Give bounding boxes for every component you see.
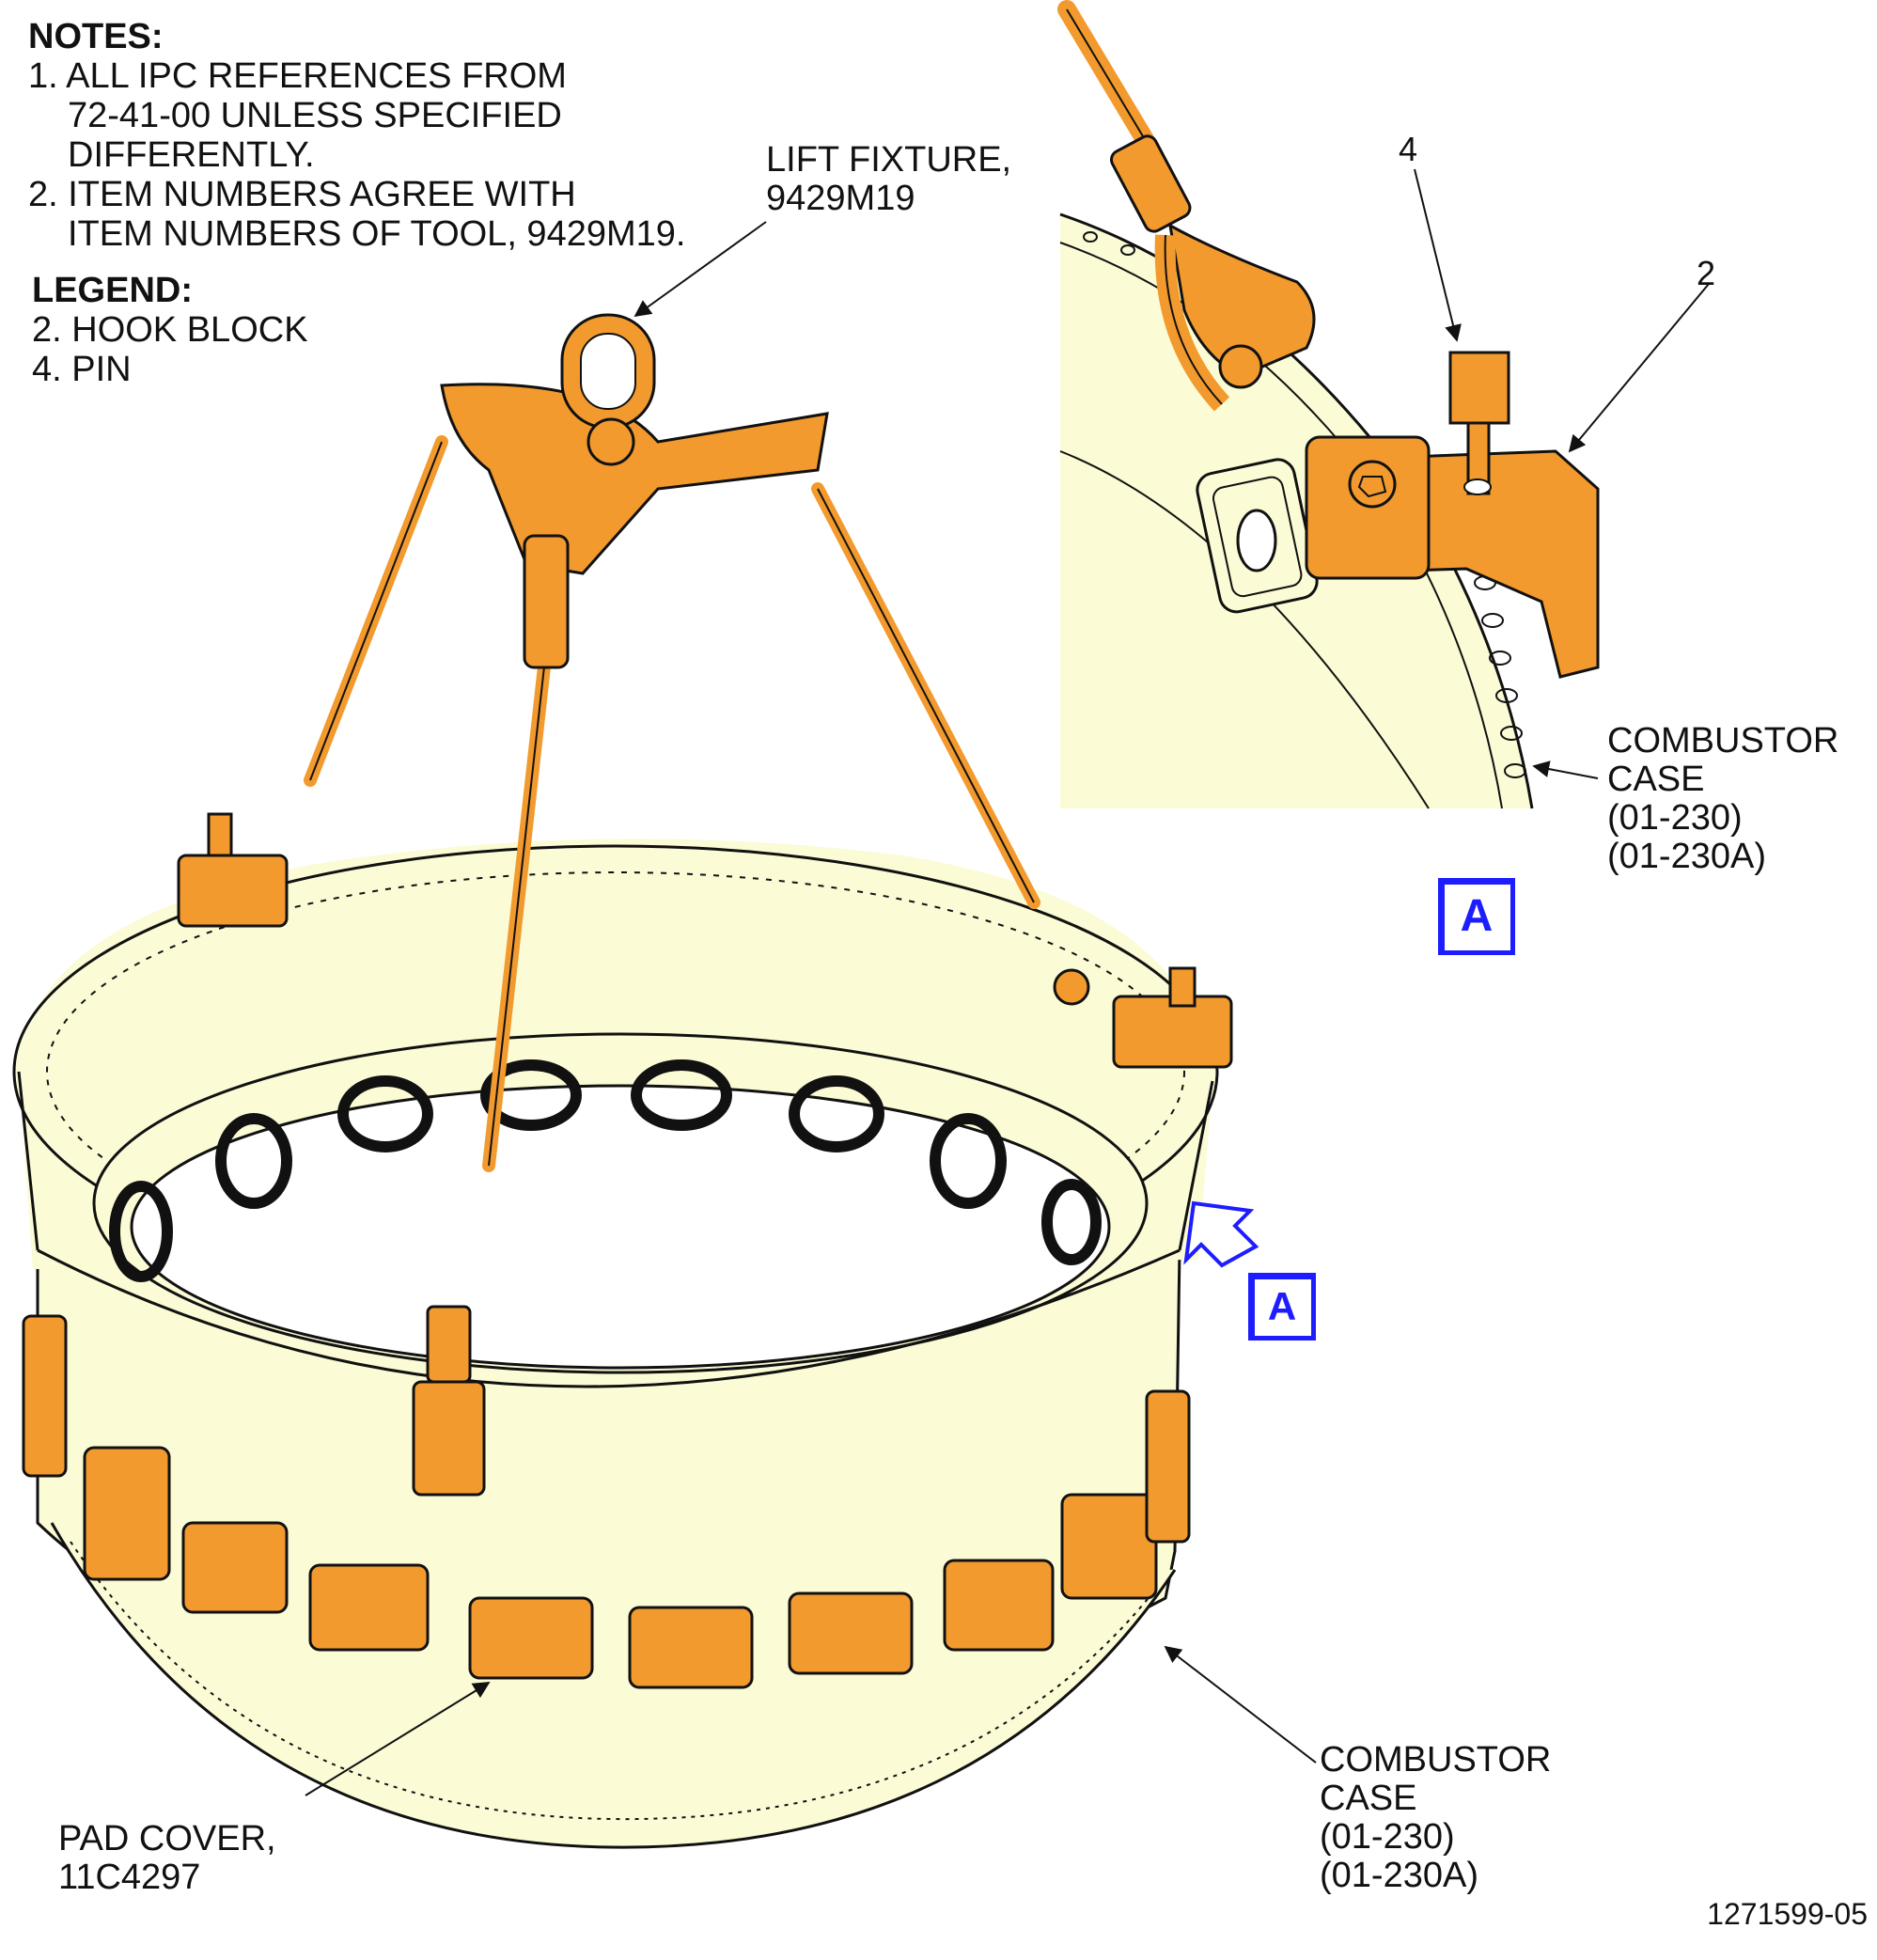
label-pad-cover-line-1: PAD COVER, — [58, 1819, 276, 1858]
legend-item-pin: 4. PIN — [32, 350, 132, 389]
view-marker-a-main: A — [1248, 1273, 1316, 1341]
label-combustor-case-detail-line-4: (01-230A) — [1607, 837, 1766, 876]
notes-heading: NOTES: — [28, 17, 164, 56]
label-combustor-case-main-line-2: CASE — [1320, 1779, 1417, 1818]
detail-view-a — [1057, 0, 1600, 809]
note-2-line-1: 2. ITEM NUMBERS AGREE WITH — [28, 175, 576, 214]
note-1-line-1: 1. ALL IPC REFERENCES FROM — [28, 56, 567, 96]
notes-block: NOTES: 1. ALL IPC REFERENCES FROM 72-41-… — [28, 17, 685, 254]
label-combustor-case-detail-line-3: (01-230) — [1607, 798, 1743, 838]
view-marker-a-detail: A — [1438, 878, 1515, 955]
label-combustor-case-main-line-1: COMBUSTOR — [1320, 1740, 1552, 1780]
figure-number: 1271599-05 — [1707, 1897, 1868, 1931]
legend-block: LEGEND: 2. HOOK BLOCK 4. PIN — [32, 271, 308, 389]
legend-item-hook-block: 2. HOOK BLOCK — [32, 310, 308, 350]
label-lift-fixture: LIFT FIXTURE, 9429M19 — [766, 141, 1011, 218]
label-lift-fixture-line-2: 9429M19 — [766, 179, 915, 218]
callout-item-2: 2 — [1697, 254, 1716, 292]
callout-item-4: 4 — [1399, 130, 1418, 168]
note-2-line-2: ITEM NUMBERS OF TOOL, 9429M19. — [68, 214, 686, 254]
note-1-line-3: DIFFERENTLY. — [68, 135, 315, 175]
label-pad-cover-line-2: 11C4297 — [58, 1858, 201, 1897]
label-combustor-case-main-line-3: (01-230) — [1320, 1817, 1455, 1857]
label-combustor-case-main: COMBUSTOR CASE (01-230) (01-230A) — [1320, 1741, 1551, 1895]
label-combustor-case-detail-line-1: COMBUSTOR — [1607, 721, 1839, 760]
label-combustor-case-detail-line-2: CASE — [1607, 760, 1705, 799]
combustor-case-assembly — [12, 313, 1233, 1849]
label-pad-cover: PAD COVER, 11C4297 — [58, 1820, 276, 1897]
label-combustor-case-main-line-4: (01-230A) — [1320, 1856, 1478, 1895]
label-combustor-case-detail: COMBUSTOR CASE (01-230) (01-230A) — [1607, 722, 1838, 876]
note-1-line-2: 72-41-00 UNLESS SPECIFIED — [68, 96, 562, 135]
legend-heading: LEGEND: — [32, 271, 193, 310]
lift-fixture — [177, 313, 1233, 1497]
label-lift-fixture-line-1: LIFT FIXTURE, — [766, 140, 1012, 180]
